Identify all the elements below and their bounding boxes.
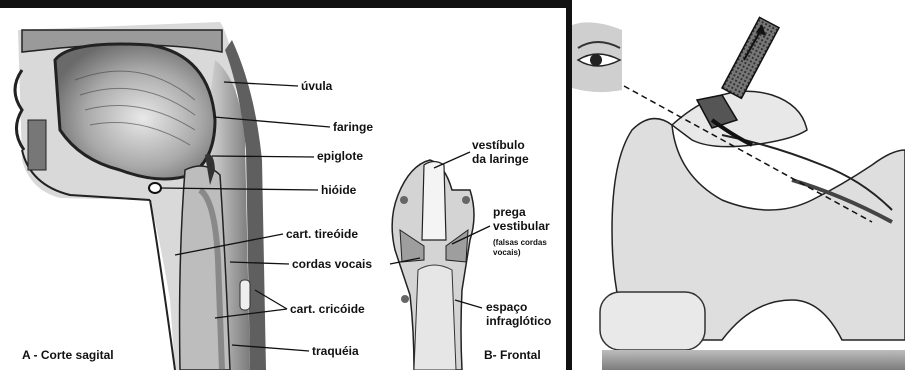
label-vestibulo-1: vestíbulo: [472, 139, 525, 152]
label-prega-1: prega: [493, 206, 526, 219]
label-uvula: úvula: [301, 80, 332, 93]
sagittal-illustration: [0, 0, 566, 370]
label-espaco-2: infraglótico: [486, 315, 551, 328]
left-panel: úvula faringe epiglote hióide cart. tire…: [0, 0, 566, 370]
label-cordas-vocais: cordas vocais: [292, 258, 372, 271]
label-falsas-2: vocais): [493, 248, 521, 257]
intubation-illustration: [572, 0, 905, 370]
label-prega-2: vestibular: [493, 220, 550, 233]
label-cart-cricoide: cart. cricóide: [290, 303, 365, 316]
label-hioide: hióide: [321, 184, 356, 197]
eye-icon: [572, 22, 622, 92]
label-falsas-1: (falsas cordas: [493, 238, 547, 247]
caption-corte-sagital: A - Corte sagital: [22, 349, 114, 362]
right-panel: [572, 0, 905, 370]
label-espaco-1: espaço: [486, 301, 527, 314]
label-cart-tireoide: cart. tireóide: [286, 228, 358, 241]
label-traqueia: traquéia: [312, 345, 359, 358]
label-vestibulo-2: da laringe: [472, 153, 529, 166]
label-epiglote: epiglote: [317, 150, 363, 163]
label-faringe: faringe: [333, 121, 373, 134]
caption-frontal: B- Frontal: [484, 349, 541, 362]
